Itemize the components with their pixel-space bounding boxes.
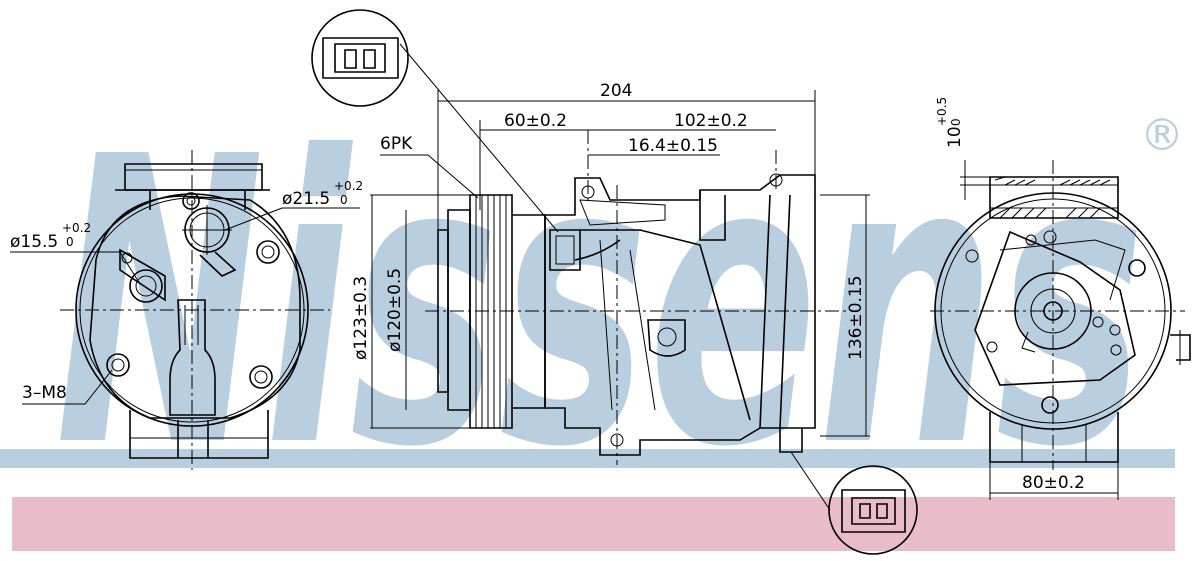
dim-overall-length: 204 (600, 81, 632, 101)
dim-width-80: 80±0.2 (1022, 473, 1085, 493)
connector-callout-top (311, 9, 559, 233)
registered-mark: ® (1140, 110, 1184, 161)
dim-mount-holes: 3–M8 (22, 383, 67, 403)
front-view (930, 160, 1191, 500)
dim-pulley-type: 6PK (380, 134, 413, 154)
dim-diameter-120: ø120±0.5 (385, 268, 405, 352)
brand-watermark: Nissens (55, 74, 1145, 534)
dim-length-102: 102±0.2 (674, 111, 748, 131)
dim-port-15-5-tol-plus: +0.2 (62, 221, 91, 235)
connector-callout-bottom (790, 451, 918, 555)
dim-ear-10: 10 (945, 126, 965, 148)
dim-port-21-5-tol-plus: +0.2 (334, 179, 363, 193)
dim-port-21-5-tol-minus: 0 (340, 193, 348, 207)
rear-view (10, 150, 360, 470)
dim-port-15-5: ø15.5 (10, 232, 58, 252)
dim-port-15-5-tol-minus: 0 (66, 235, 74, 249)
pink-stripe (12, 497, 1175, 551)
dim-length-60: 60±0.2 (504, 111, 567, 131)
dim-length-16-4: 16.4±0.15 (628, 136, 718, 156)
blue-stripe (0, 449, 1175, 468)
dim-port-21-5: ø21.5 (282, 189, 330, 209)
dim-ear-10-tol-minus: 0 (949, 118, 963, 126)
dim-diameter-123: ø123±0.3 (351, 276, 371, 360)
dim-height-136: 136±0.15 (846, 275, 866, 360)
side-view (370, 90, 870, 465)
dim-ear-10-tol-plus: +0.5 (935, 97, 949, 126)
